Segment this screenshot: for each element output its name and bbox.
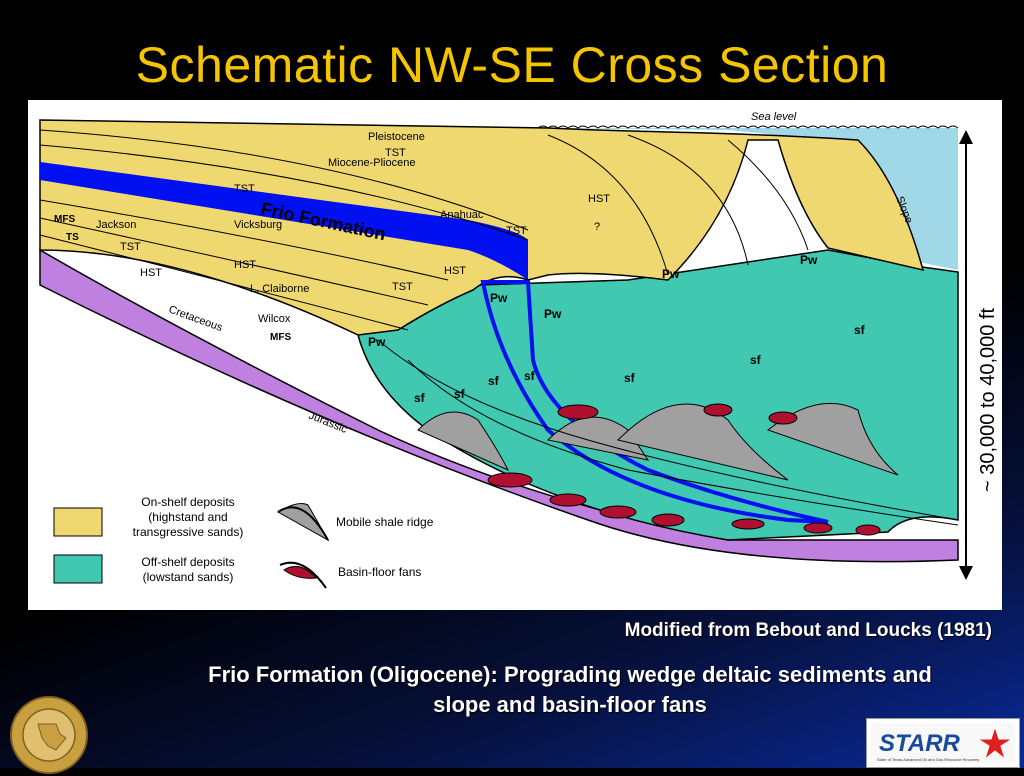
sf-label-6: sf <box>750 353 762 367</box>
vicksburg-label: Vicksburg <box>234 219 282 231</box>
bureau-seal-icon <box>10 696 88 774</box>
legend-onshelf-swatch <box>53 507 103 537</box>
sf-label-5: sf <box>624 371 636 385</box>
legend-onshelf-line2: (highstand and <box>148 510 227 524</box>
sf-label-1: sf <box>414 391 426 405</box>
legend-offshelf-line1: Off-shelf deposits <box>141 555 234 569</box>
hst-label-3: HST <box>444 265 466 277</box>
anahuac-label: Anahuac <box>440 209 484 221</box>
pw-label-5: Pw <box>800 253 818 267</box>
legend-offshelf-line2: (lowstand sands) <box>143 570 234 584</box>
pw-label-1: Pw <box>368 335 386 349</box>
starr-logo: STARR State of Texas Advanced Oil and Ga… <box>866 718 1020 768</box>
credit-text: Modified from Bebout and Loucks (1981) <box>624 620 992 641</box>
tst-label-4: TST <box>120 241 141 253</box>
starr-logo-graphic: STARR State of Texas Advanced Oil and Ga… <box>871 723 1015 763</box>
shale-ridge-3 <box>617 403 789 481</box>
basin-floor-fans <box>487 403 881 536</box>
hst-label-4: HST <box>140 267 162 279</box>
legend-onshelf-line1: On-shelf deposits <box>141 495 234 509</box>
stratal-lines <box>39 129 959 526</box>
caption-line-2: slope and basin-floor fans <box>433 692 707 717</box>
pw-label-3: Pw <box>544 307 562 321</box>
hst-label-1: HST <box>588 193 610 205</box>
facies-labels: Pw Pw Pw Pw Pw sf sf sf sf sf sf sf <box>368 253 866 405</box>
caption: Frio Formation (Oligocene): Prograding w… <box>120 660 1020 720</box>
wilcox-label: Wilcox <box>258 313 291 325</box>
hst-label-2: HST <box>234 259 256 271</box>
purple-basement <box>39 248 959 563</box>
pleistocene-label: Pleistocene <box>368 131 425 143</box>
vertical-scale-arrow <box>959 130 973 580</box>
ts-label: TS <box>66 232 79 243</box>
starr-logo-text: STARR <box>879 730 961 757</box>
legend-shale-label: Mobile shale ridge <box>336 515 434 529</box>
vertical-scale-label: ~ 30,000 to 40,000 ft <box>977 308 999 492</box>
starr-logo-subtext: State of Texas Advanced Oil and Gas Reso… <box>877 757 979 762</box>
pw-label-4: Pw <box>662 267 680 281</box>
tst-label-5: TST <box>392 281 413 293</box>
legend-fans-icon <box>279 561 327 589</box>
pw-label-2: Pw <box>490 291 508 305</box>
legend-fans-label: Basin-floor fans <box>338 565 421 579</box>
cross-section-diagram: Sea level Slope Pleistocene TST Miocene-… <box>39 111 999 589</box>
frio-formation-band <box>40 162 528 280</box>
sea-level-label: Sea level <box>751 111 797 123</box>
shale-ridge-4 <box>766 402 899 476</box>
sea-level-waves <box>537 125 959 129</box>
sf-label-2: sf <box>454 387 466 401</box>
tst-label-1: TST <box>385 147 406 159</box>
question-label: ? <box>594 221 600 233</box>
slide-title: Schematic NW-SE Cross Section <box>135 37 889 93</box>
miocene-pliocene-label: Miocene-Pliocene <box>328 157 415 169</box>
sf-label-3: sf <box>488 374 500 388</box>
cross-section-panel: Sea level Slope Pleistocene TST Miocene-… <box>28 100 1002 610</box>
legend: On-shelf deposits (highstand and transgr… <box>53 495 434 589</box>
tst-label-2: TST <box>234 183 255 195</box>
l-claiborne-label: L. Claiborne <box>250 283 309 295</box>
mfs-label-1: MFS <box>54 214 75 225</box>
caption-line-1: Frio Formation (Oligocene): Prograding w… <box>208 662 932 687</box>
mfs-label-2: MFS <box>270 332 291 343</box>
shale-ridge-1 <box>417 411 510 472</box>
jackson-label: Jackson <box>96 219 136 231</box>
tst-label-3: TST <box>506 225 527 237</box>
legend-offshelf-swatch <box>53 554 103 584</box>
legend-onshelf-line3: transgressive sands) <box>133 525 244 539</box>
star-icon <box>976 725 1014 761</box>
sf-label-4: sf <box>524 369 536 383</box>
sf-label-7: sf <box>854 323 866 337</box>
